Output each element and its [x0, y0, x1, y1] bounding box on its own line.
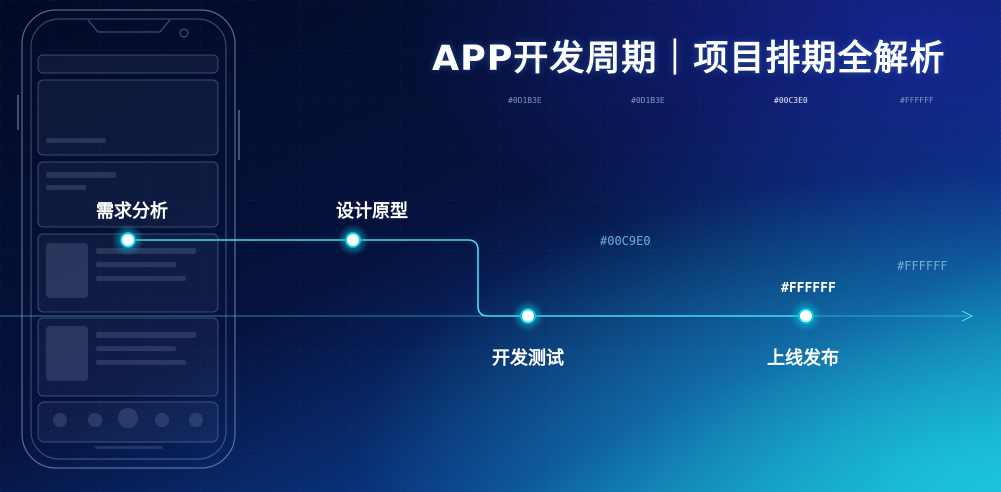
stage-label-1: 需求分析 [96, 201, 168, 222]
color-code-label: #00C3E0 [774, 96, 808, 105]
stage-label-2: 设计原型 [336, 201, 408, 222]
stage-label-4: 上线发布 [767, 348, 839, 369]
stage-label-3: 开发测试 [492, 348, 564, 369]
stage-node-4 [790, 300, 822, 332]
stage-node-2 [337, 224, 369, 256]
color-code-label: #0D1B3E [508, 96, 542, 105]
page-title: APP开发周期｜项目排期全解析 [432, 39, 946, 79]
timeline-arrow-icon [961, 310, 974, 322]
phone-wireframe [17, 9, 240, 469]
color-code-label: #00C9E0 [600, 234, 651, 248]
color-code-label: #0D1B3E [631, 96, 665, 105]
phone-screen-blocks [37, 54, 219, 443]
stage-node-3 [512, 300, 544, 332]
timeline-connector [128, 239, 806, 317]
color-code-label: #FFFFFF [900, 96, 934, 105]
color-code-label: #FFFFFF [897, 259, 948, 273]
stage-node-1 [112, 224, 144, 256]
color-code-label: #FFFFFF [781, 281, 836, 296]
